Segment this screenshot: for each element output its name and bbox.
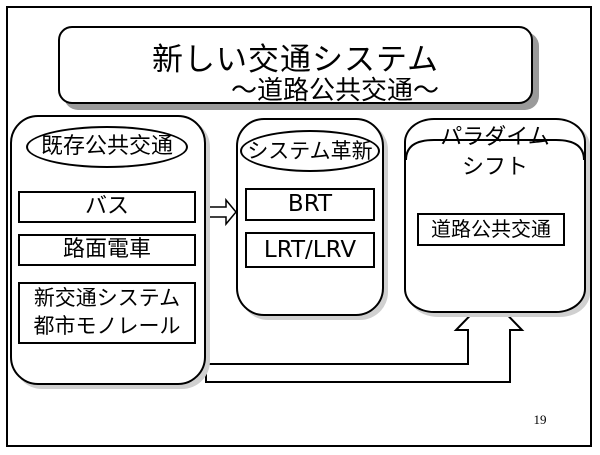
item-new-transit: 新交通システム: [33, 286, 181, 310]
item-new-transit-monorail: 新交通システム 都市モノレール: [18, 282, 196, 344]
item-bus: バス: [18, 191, 196, 223]
heading-existing-transit: 既存公共交通: [26, 126, 188, 168]
item-road-public-transit: 道路公共交通: [417, 213, 565, 246]
cylinder-top: [405, 139, 585, 161]
slide-title: 新しい交通システム: [151, 42, 440, 78]
item-tram: 路面電車: [18, 234, 196, 266]
heading-paradigm-line2: シフト: [461, 155, 528, 180]
slide-subtitle: 〜道路公共交通〜: [230, 76, 439, 106]
arrow-existing-to-innovation: [205, 197, 237, 227]
item-lrt-lrv: LRT/LRV: [245, 232, 375, 268]
heading-paradigm-line1: パラダイム: [440, 125, 550, 150]
heading-paradigm-shift: パラダイム シフト: [404, 123, 586, 183]
item-brt: BRT: [245, 188, 375, 221]
page-number: 19: [533, 412, 547, 427]
heading-system-innovation: システム革新: [240, 130, 380, 172]
item-urban-monorail: 都市モノレール: [33, 314, 181, 338]
title-box: 新しい交通システム 〜道路公共交通〜: [58, 26, 533, 106]
